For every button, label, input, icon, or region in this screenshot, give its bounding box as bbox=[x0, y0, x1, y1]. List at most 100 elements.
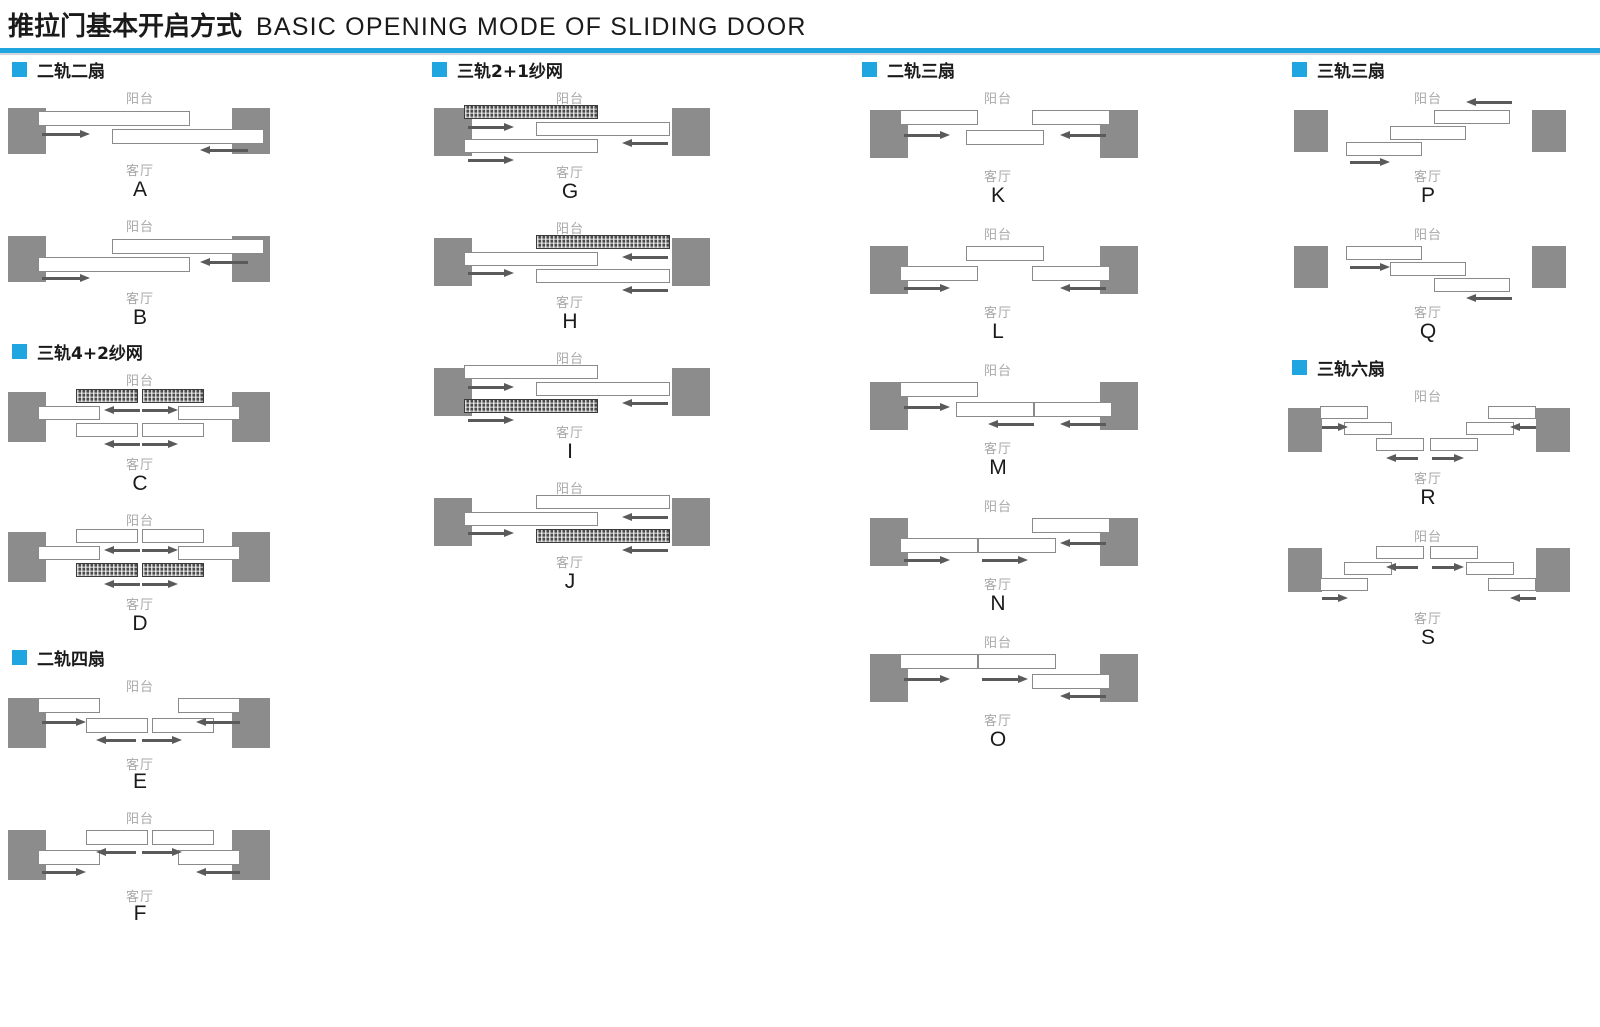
diagram-code: N bbox=[990, 592, 1006, 615]
door-panel[interactable] bbox=[464, 252, 598, 266]
door-panel[interactable] bbox=[1320, 578, 1368, 591]
door-panel[interactable] bbox=[142, 423, 204, 437]
screen-mesh-panel[interactable] bbox=[536, 235, 670, 249]
door-panel[interactable] bbox=[536, 495, 670, 509]
arrow-head bbox=[196, 868, 206, 876]
flow-arrow-left bbox=[104, 406, 140, 415]
door-panel[interactable] bbox=[1346, 142, 1422, 156]
door-panel[interactable] bbox=[38, 850, 100, 865]
door-panel[interactable] bbox=[1434, 110, 1510, 124]
diagram-code: Q bbox=[1419, 320, 1437, 343]
door-panel[interactable] bbox=[76, 529, 138, 543]
screen-mesh-panel[interactable] bbox=[142, 563, 204, 577]
door-panel[interactable] bbox=[978, 538, 1056, 553]
door-panel[interactable] bbox=[1430, 438, 1478, 451]
door-panel[interactable] bbox=[1430, 546, 1478, 559]
screen-mesh-panel[interactable] bbox=[536, 529, 670, 543]
flow-arrow-left bbox=[1510, 423, 1536, 432]
door-panel[interactable] bbox=[1376, 546, 1424, 559]
door-panel[interactable] bbox=[86, 830, 148, 845]
living-room-label: 客厅 bbox=[125, 458, 155, 473]
door-panel[interactable] bbox=[1344, 422, 1392, 435]
door-panel[interactable] bbox=[1344, 562, 1392, 575]
door-panel[interactable] bbox=[966, 130, 1044, 145]
screen-mesh-panel[interactable] bbox=[464, 105, 598, 119]
door-panel[interactable] bbox=[536, 382, 670, 396]
door-panel[interactable] bbox=[1032, 674, 1110, 689]
section-label: 三轨六扇 bbox=[1317, 359, 1385, 380]
screen-mesh-panel[interactable] bbox=[464, 399, 598, 413]
door-panel[interactable] bbox=[1466, 422, 1514, 435]
door-panel[interactable] bbox=[178, 546, 240, 560]
door-panel[interactable] bbox=[112, 129, 264, 144]
door-panel[interactable] bbox=[1320, 406, 1368, 419]
diagram-code: J bbox=[564, 570, 576, 593]
living-room-label: 客厅 bbox=[125, 758, 155, 773]
arrow-shaft bbox=[1069, 423, 1106, 426]
living-room-label: 客厅 bbox=[555, 426, 585, 441]
flow-arrow-left bbox=[622, 513, 668, 522]
flow-arrow-left bbox=[622, 139, 668, 148]
door-panel[interactable] bbox=[152, 830, 214, 845]
door-panel[interactable] bbox=[978, 654, 1056, 669]
door-panel[interactable] bbox=[1434, 278, 1510, 292]
arrow-head bbox=[622, 286, 632, 294]
flow-arrow-left bbox=[622, 286, 668, 295]
door-panel[interactable] bbox=[956, 402, 1034, 417]
door-panel[interactable] bbox=[38, 546, 100, 560]
door-panel[interactable] bbox=[1376, 438, 1424, 451]
flow-arrow-left bbox=[1386, 454, 1418, 463]
door-panel[interactable] bbox=[900, 266, 978, 281]
door-panel[interactable] bbox=[86, 718, 148, 733]
arrow-shaft bbox=[631, 516, 668, 519]
door-panel[interactable] bbox=[1032, 518, 1110, 533]
flow-arrow-left bbox=[1386, 563, 1418, 572]
balcony-label: 阳台 bbox=[983, 636, 1013, 651]
door-panel[interactable] bbox=[1488, 578, 1536, 591]
door-panel[interactable] bbox=[1034, 402, 1112, 417]
door-panel[interactable] bbox=[900, 538, 978, 553]
door-panel[interactable] bbox=[900, 382, 978, 397]
diagram-code: M bbox=[989, 456, 1007, 479]
door-panel[interactable] bbox=[142, 529, 204, 543]
door-panel[interactable] bbox=[900, 654, 978, 669]
door-panel[interactable] bbox=[966, 246, 1044, 261]
door-panel[interactable] bbox=[1488, 406, 1536, 419]
door-panel[interactable] bbox=[464, 512, 598, 526]
door-panel[interactable] bbox=[900, 110, 978, 125]
door-panel[interactable] bbox=[464, 139, 598, 153]
screen-mesh-panel[interactable] bbox=[76, 563, 138, 577]
door-panel[interactable] bbox=[1390, 126, 1466, 140]
door-panel[interactable] bbox=[38, 406, 100, 420]
diagram-code: L bbox=[992, 320, 1004, 343]
living-room-label: 客厅 bbox=[125, 598, 155, 613]
door-panel[interactable] bbox=[38, 698, 100, 713]
door-panel[interactable] bbox=[76, 423, 138, 437]
arrow-head bbox=[622, 139, 632, 147]
door-panel[interactable] bbox=[536, 122, 670, 136]
door-panel[interactable] bbox=[1390, 262, 1466, 276]
door-panel[interactable] bbox=[536, 269, 670, 283]
door-panel[interactable] bbox=[1346, 246, 1422, 260]
screen-mesh-panel[interactable] bbox=[76, 389, 138, 403]
arrow-head bbox=[1510, 423, 1520, 431]
arrow-shaft bbox=[142, 583, 169, 586]
door-panel[interactable] bbox=[178, 850, 240, 865]
screen-mesh-panel[interactable] bbox=[142, 389, 204, 403]
flow-arrow-right bbox=[982, 675, 1028, 684]
door-panel[interactable] bbox=[178, 698, 240, 713]
balcony-label: 阳台 bbox=[1413, 390, 1443, 405]
door-panel[interactable] bbox=[112, 239, 264, 254]
door-panel[interactable] bbox=[38, 257, 190, 272]
door-panel[interactable] bbox=[1032, 110, 1110, 125]
door-panel[interactable] bbox=[178, 406, 240, 420]
door-panel[interactable] bbox=[1032, 266, 1110, 281]
balcony-label: 阳台 bbox=[125, 514, 155, 529]
door-panel[interactable] bbox=[1466, 562, 1514, 575]
door-panel[interactable] bbox=[38, 111, 190, 126]
door-panel[interactable] bbox=[464, 365, 598, 379]
